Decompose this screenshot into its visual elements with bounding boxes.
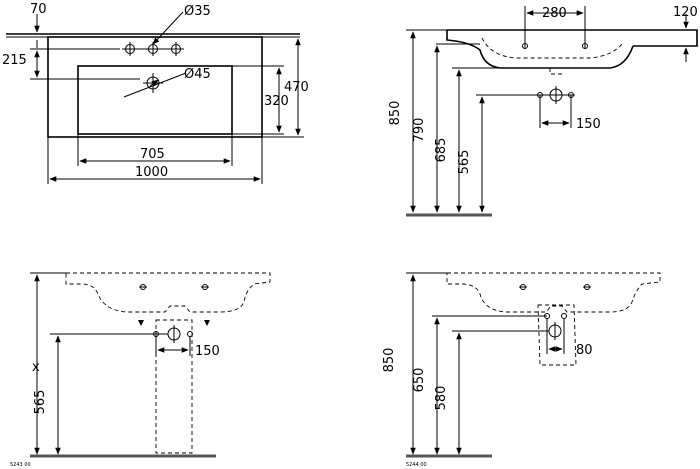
dim-height-650-semi: 650	[412, 368, 427, 393]
dim-waste-spacing-semi: 80	[576, 343, 593, 358]
dim-total-depth: 470	[284, 80, 309, 95]
basin-outline	[47, 36, 263, 138]
dim-rim: 70	[30, 2, 47, 17]
semi-pedestal	[537, 304, 577, 366]
basin-rim	[447, 29, 698, 47]
dim-drain-hole: Ø45	[184, 67, 211, 82]
tap-holes	[122, 42, 184, 56]
side-view: 280 120 850 790 685 565 150	[388, 5, 698, 217]
dim-tap-spacing: 280	[542, 6, 567, 21]
dim-tap-hole: Ø35	[184, 4, 211, 19]
dim-total-width: 1000	[135, 165, 168, 180]
dim-height-565: 565	[457, 150, 472, 175]
top-view: Ø35 Ø45 70 215 320 470 705 1000	[2, 2, 309, 184]
bowl-outline	[77, 65, 233, 135]
dim-bowl-width: 705	[140, 147, 165, 162]
dim-x: x	[32, 360, 40, 375]
dim-waste-spacing-pedestal: 150	[195, 344, 220, 359]
dim-height-580-semi: 580	[434, 386, 449, 411]
dim-bowl-depth: 320	[264, 94, 289, 109]
dim-rim-height: 120	[673, 5, 698, 20]
basin-body	[446, 30, 634, 69]
front-view-semi-pedestal: 80 850 650 580 5244 00	[382, 272, 661, 468]
pedestal	[155, 319, 193, 454]
front-view-pedestal: 150 x 565 5243 00	[10, 272, 271, 468]
dim-height-790: 790	[412, 118, 427, 143]
dim-height-850-semi: 850	[382, 348, 397, 373]
dim-tap-offset: 215	[2, 53, 27, 68]
dim-height-850: 850	[388, 101, 403, 126]
product-code-pedestal: 5243 00	[10, 462, 31, 468]
dim-height-685: 685	[434, 138, 449, 163]
dim-waste-spacing: 150	[576, 117, 601, 132]
product-code-semi: 5244 00	[406, 462, 427, 468]
dim-height-565-pedestal: 565	[33, 390, 48, 415]
